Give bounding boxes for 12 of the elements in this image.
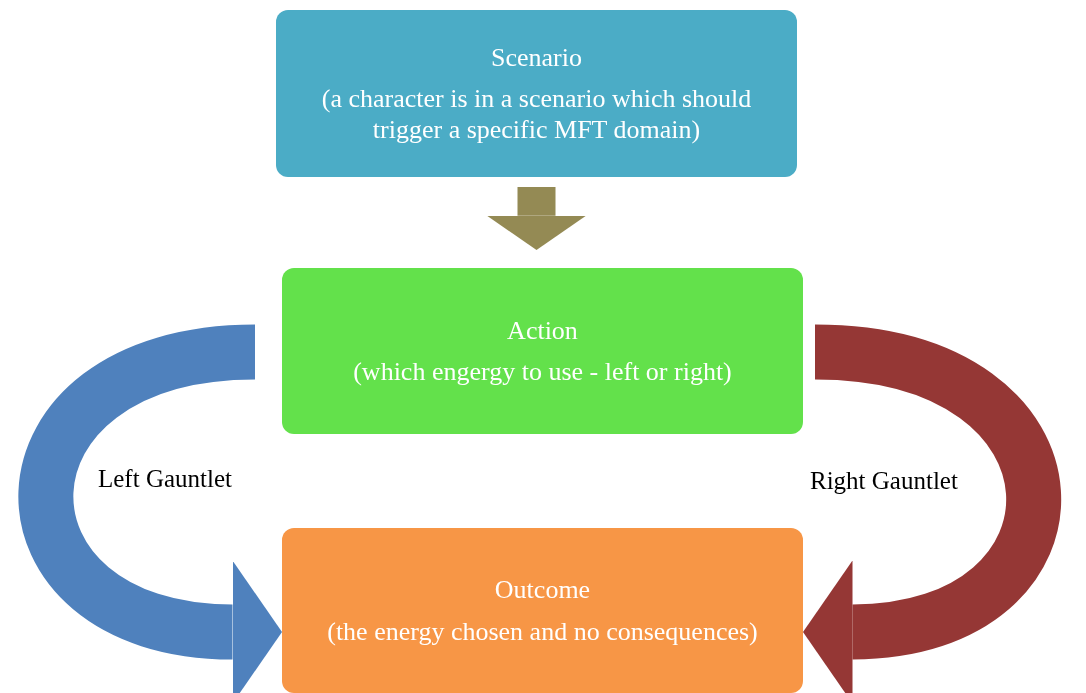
process-box <box>282 528 803 693</box>
process-box <box>276 10 797 177</box>
box-heading: Outcome <box>494 574 591 606</box>
process-box <box>282 268 803 434</box>
box-text: (which engergy to use - left or right) <box>353 356 732 388</box>
box-text: (the energy chosen and no consequences) <box>327 615 758 647</box>
box-heading: Action <box>507 314 578 346</box>
edge-label: Left Gauntlet <box>98 465 232 493</box>
box-text: (a character is in a scenario which should trigger a specific MFT domain) <box>320 82 753 146</box>
edge-label: Right Gauntlet <box>810 467 958 495</box>
box-heading: Scenario <box>491 41 582 73</box>
block-arrow <box>487 187 586 250</box>
